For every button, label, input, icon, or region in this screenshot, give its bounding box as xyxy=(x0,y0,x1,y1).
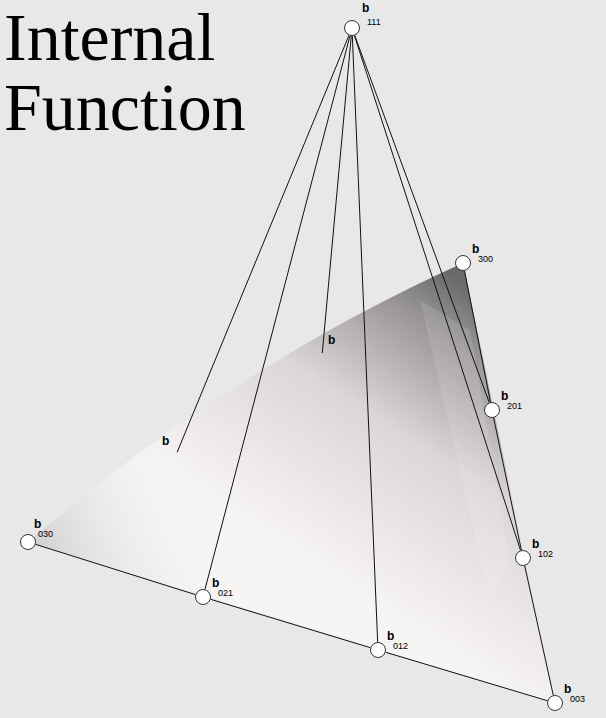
control-net-line xyxy=(211,599,371,647)
control-net-line xyxy=(355,36,489,403)
control-net-line xyxy=(322,36,351,353)
point-label: b xyxy=(501,390,508,402)
point-marker xyxy=(345,21,360,36)
slide-title: Internal Function xyxy=(4,2,304,142)
control-point: b102 xyxy=(515,550,531,566)
point-index: 201 xyxy=(507,402,522,411)
control-net-line xyxy=(354,36,520,551)
point-circle xyxy=(20,534,36,550)
point-index: 102 xyxy=(538,550,553,559)
point-index: 003 xyxy=(570,695,585,704)
control-point: b003 xyxy=(547,695,563,711)
point-circle xyxy=(344,20,360,36)
control-net-line xyxy=(36,544,196,594)
point-index: 012 xyxy=(393,642,408,651)
point-index: 111 xyxy=(367,18,381,27)
control-net-line xyxy=(465,271,491,402)
surface-highlight xyxy=(420,300,510,600)
control-point: b111 xyxy=(344,20,360,36)
point-label: b xyxy=(34,518,41,530)
control-point: b300 xyxy=(455,255,471,271)
point-circle xyxy=(547,695,563,711)
control-point: b021 xyxy=(195,589,211,605)
control-net-line xyxy=(525,566,554,695)
point-marker xyxy=(371,643,386,658)
point-label: b xyxy=(328,334,335,346)
point-label: b xyxy=(212,577,219,589)
point-label: b xyxy=(532,538,539,550)
point-circle xyxy=(195,589,211,605)
point-index: 300 xyxy=(478,255,493,264)
point-circle xyxy=(370,642,386,658)
point-marker xyxy=(516,551,531,566)
point-index: 021 xyxy=(218,589,233,598)
point-label: b xyxy=(362,2,369,14)
surface-patch xyxy=(28,263,555,703)
control-point: b030 xyxy=(20,534,36,550)
control-net-line xyxy=(352,36,377,642)
point-circle xyxy=(515,550,531,566)
point-circle xyxy=(484,402,500,418)
control-net-line xyxy=(386,652,548,700)
surface-shadow xyxy=(28,263,555,703)
point-label: b xyxy=(472,243,479,255)
point-circle xyxy=(455,255,471,271)
point-label: b xyxy=(162,435,169,447)
point-label: b xyxy=(387,630,394,642)
point-marker xyxy=(485,403,500,418)
control-point: b xyxy=(173,452,179,458)
control-point: b xyxy=(319,353,325,359)
point-index: 030 xyxy=(38,530,53,539)
point-marker xyxy=(21,535,36,550)
point-marker xyxy=(456,256,471,271)
control-point: b201 xyxy=(484,402,500,418)
control-net-line xyxy=(494,418,522,550)
point-marker xyxy=(196,590,211,605)
point-marker xyxy=(548,696,563,711)
control-point: b012 xyxy=(370,642,386,658)
point-label: b xyxy=(564,683,571,695)
